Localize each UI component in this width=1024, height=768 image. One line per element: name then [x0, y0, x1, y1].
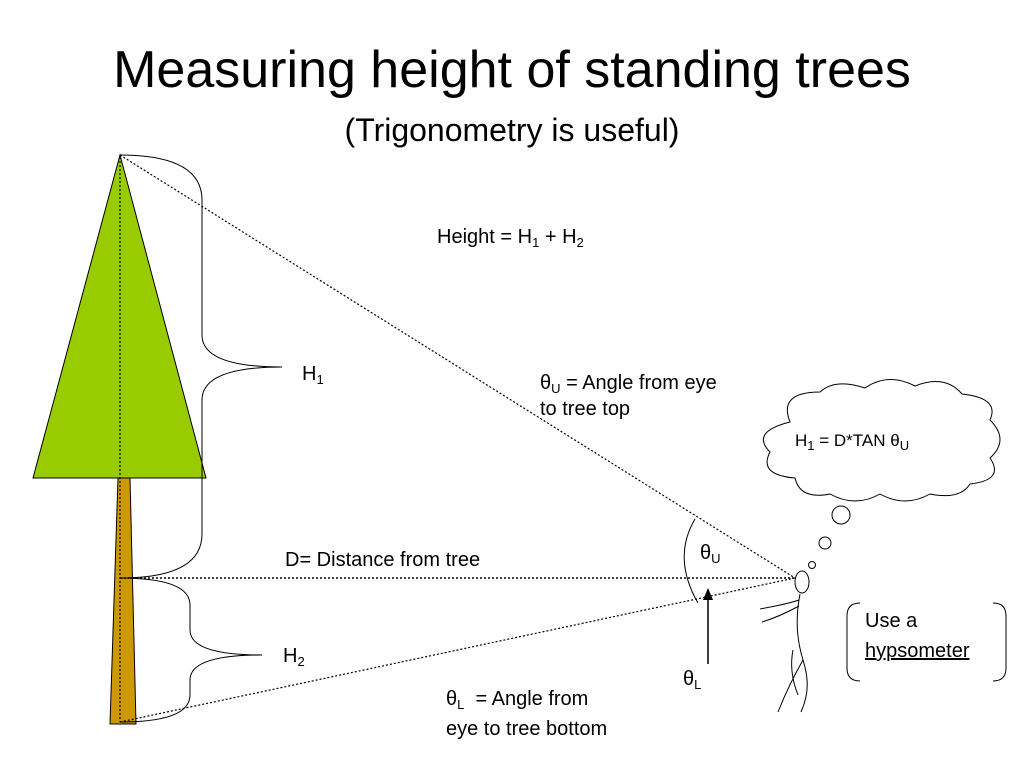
page-subtitle: (Trigonometry is useful) [344, 112, 680, 148]
hypsometer-bracket-left [846, 602, 861, 682]
observer-figure [759, 570, 810, 713]
thought-bubble-small [808, 561, 816, 569]
thought-cloud [762, 379, 1001, 502]
height-formula-label: Height = H1 + H2 [437, 226, 584, 250]
theta-u-angle-label: θU [700, 542, 721, 566]
h2-label: H2 [283, 645, 305, 669]
theta-l-arrowhead [703, 588, 713, 600]
hypsometer-link[interactable]: hypsometer [865, 640, 970, 662]
h1-brace [119, 154, 283, 579]
thought-bubble-medium [818, 536, 832, 550]
thought-bubble-large [831, 505, 851, 525]
hypsometer-bracket-right [992, 602, 1007, 682]
angle-arc [683, 518, 699, 604]
page-title: Measuring height of standing trees [113, 41, 911, 99]
thought-formula-label: H1 = D*TAN θU [795, 431, 910, 453]
upper-sight-line [119, 154, 796, 579]
h2-brace [119, 577, 263, 723]
lower-sight-line [119, 577, 796, 723]
tree-trunk [109, 477, 137, 725]
h1-label: H1 [302, 363, 324, 387]
theta-l-angle-label: θL [683, 668, 702, 692]
distance-label: D= Distance from tree [285, 549, 481, 571]
